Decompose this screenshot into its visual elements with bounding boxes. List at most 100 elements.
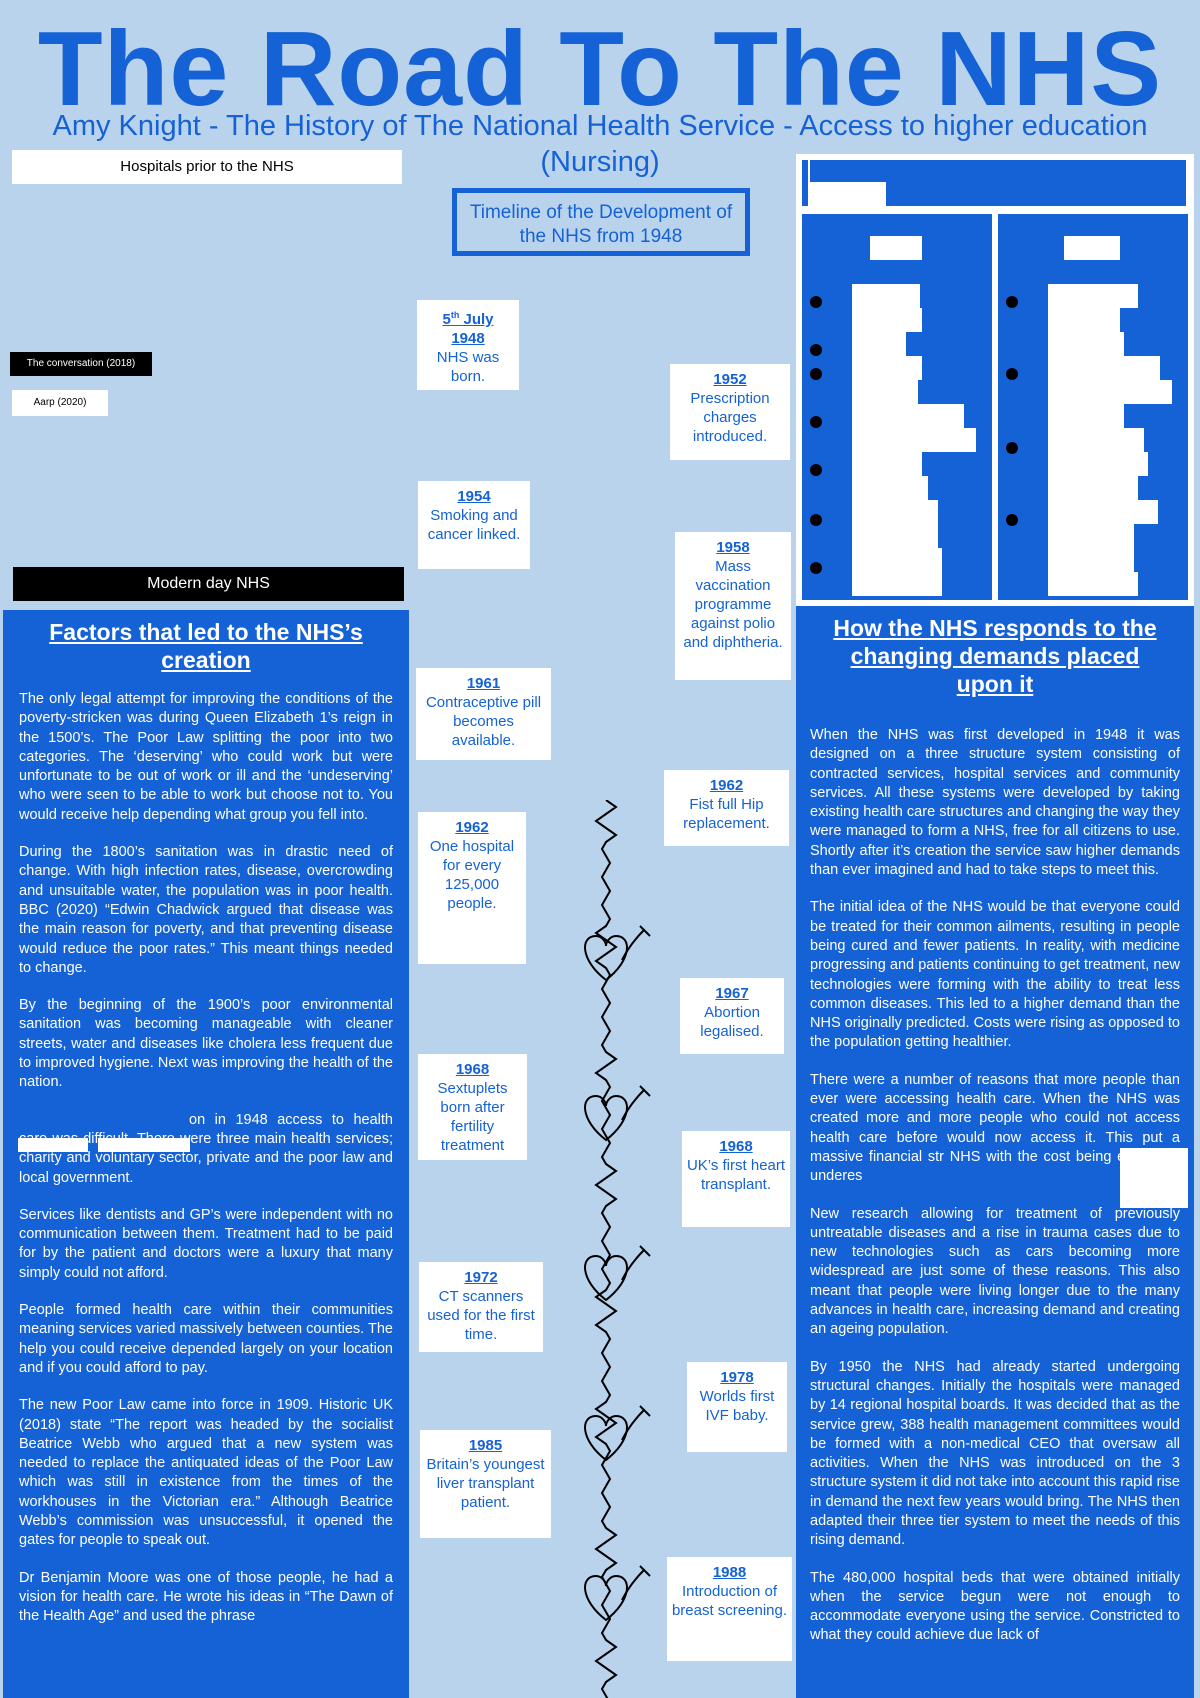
table-graphic-cell [852,524,938,548]
event-text: Mass vaccination programme against polio… [683,558,783,651]
event-text: Worlds first IVF baby. [699,1388,775,1424]
timeline-event-1961: 1961 Contraceptive pill becomes availabl… [416,668,551,760]
bullet-icon [1006,442,1018,454]
event-year: 1968 [455,1061,490,1078]
stethoscope-icon [621,1245,651,1281]
redaction-mark [1120,1148,1188,1208]
table-graphic-cell [1048,428,1144,452]
heart-stethoscope-icons [584,925,651,1622]
event-year: 1962 [455,819,489,836]
table-graphic-cell [852,452,922,476]
bullet-icon [810,464,822,476]
bullet-icon [810,514,822,526]
table-graphic-cell [852,380,918,404]
table-graphic-cell [852,404,964,428]
table-graphic-cell [1048,524,1134,548]
ecg-trace [594,800,618,1698]
demands-heading-line-1: How the NHS responds to the [833,615,1157,641]
table-graphic-cell [1048,572,1138,596]
bullet-icon [1006,514,1018,526]
poster-subtitle: Amy Knight - The History of The National… [0,108,1200,180]
timeline-event-1954: 1954 Smoking and cancer linked. [418,481,530,569]
bullet-icon [810,296,822,308]
heart-icon [584,1574,628,1622]
table-graphic-cell [1048,284,1138,308]
event-text: Contraceptive pill becomes available. [425,694,542,749]
event-text: Prescription charges introduced. [690,390,770,445]
demands-paragraph: By 1950 the NHS had already started unde… [810,1358,1180,1549]
poster-title: The Road To The NHS [37,10,1163,128]
timeline-event-1968-heart: 1968 UK’s first heart transplant. [682,1131,790,1227]
event-year: 1962 [709,777,744,794]
factors-paragraph: Dr Benjamin Moore was one of those peopl… [19,1569,393,1625]
demands-paragraph: There were a number of reasons that more… [810,1071,1180,1185]
demands-heading-line-2: changing demands placed [850,643,1140,669]
table-graphic-bar [810,160,1186,182]
factors-paragraph: Services like dentists and GP’s were ind… [19,1206,393,1281]
bullet-icon [810,344,822,356]
image-caption-aarp: Aarp (2020) [12,390,108,416]
table-graphic-cell [852,284,920,308]
event-year: 1968 [719,1138,753,1155]
event-year: 1978 [720,1369,754,1386]
event-text: Sextuplets born after fertility treatmen… [437,1080,508,1154]
table-graphic-cell [852,332,906,356]
table-graphic-cell [1048,404,1124,428]
bullet-icon [1006,296,1018,308]
redaction-mark [18,1138,88,1152]
table-graphic-cell [852,476,928,500]
event-text: NHS was born. [436,349,500,385]
subtitle-line-2: (Nursing) [540,146,660,178]
table-graphic-cell [852,548,942,572]
timeline-event-1962-hip: 1962 Fist full Hip replacement. [664,770,789,846]
event-text: One hospital for every 125,000 people. [429,838,515,912]
table-graphic-cell [852,572,942,596]
factors-paragraph: By the beginning of the 1900’s poor envi… [19,997,393,1091]
factors-heading: Factors that led to the NHS’s creation [37,618,375,674]
modern-nhs-label: Modern day NHS [13,567,404,601]
factors-paragraph: The only legal attempt for improving the… [19,691,393,823]
table-graphic-cell [1048,308,1120,332]
stethoscope-icon [621,1085,651,1121]
heart-icon [584,1414,628,1462]
event-text: Smoking and cancer linked. [427,507,521,543]
factors-paragraph: During the 1800’s sanitation was in dras… [19,844,393,976]
bullet-icon [810,368,822,380]
event-text: Introduction of breast screening. [671,1583,788,1619]
event-year: 1954 [457,488,491,505]
timeline-event-1952: 1952 Prescription charges introduced. [670,364,790,460]
table-graphic-cell [852,500,938,524]
timeline-event-1978: 1978 Worlds first IVF baby. [687,1362,787,1452]
factors-heading-line-1: Factors that led to the NHS’s [49,619,363,645]
table-graphic-cell [1048,500,1158,524]
table-graphic-cell [852,428,976,452]
timeline-event-1985: 1985 Britain’s youngest liver transplant… [420,1430,551,1538]
table-graphic-cell [1064,236,1120,260]
event-text: UK’s first heart transplant. [686,1157,786,1193]
table-graphic-cell [1048,332,1124,356]
table-graphic-cell [1048,380,1172,404]
factors-panel: Factors that led to the NHS’s creation T… [3,610,409,1698]
table-graphic-cell [852,308,922,332]
table-graphic-cell [870,236,922,260]
event-text: Britain’s youngest liver transplant pati… [426,1456,545,1511]
timeline-event-1968-sextuplets: 1968 Sextuplets born after fertility tre… [418,1054,527,1160]
timeline-event-1958: 1958 Mass vaccination programme against … [675,532,791,680]
event-year: 1972 [464,1269,498,1286]
table-graphic-bar [886,182,1186,206]
demands-paragraph: The 480,000 hospital beds that were obta… [810,1569,1180,1644]
timeline-event-1988: 1988 Introduction of breast screening. [667,1557,792,1661]
bullet-icon [1006,368,1018,380]
subtitle-line-1: Amy Knight - The History of The National… [52,110,1148,142]
factors-paragraph: People formed health care within their c… [19,1302,393,1376]
heart-icon [584,934,628,982]
timeline-event-1967: 1967 Abortion legalised. [680,978,784,1054]
table-graphic-bar [802,160,808,206]
event-year: 1961 [466,675,501,692]
table-graphic-cell [1048,548,1134,572]
bullet-icon [810,416,822,428]
event-year: 1958 [716,539,750,556]
event-year: 1988 [712,1564,747,1581]
hospitals-label: Hospitals prior to the NHS [12,150,402,184]
